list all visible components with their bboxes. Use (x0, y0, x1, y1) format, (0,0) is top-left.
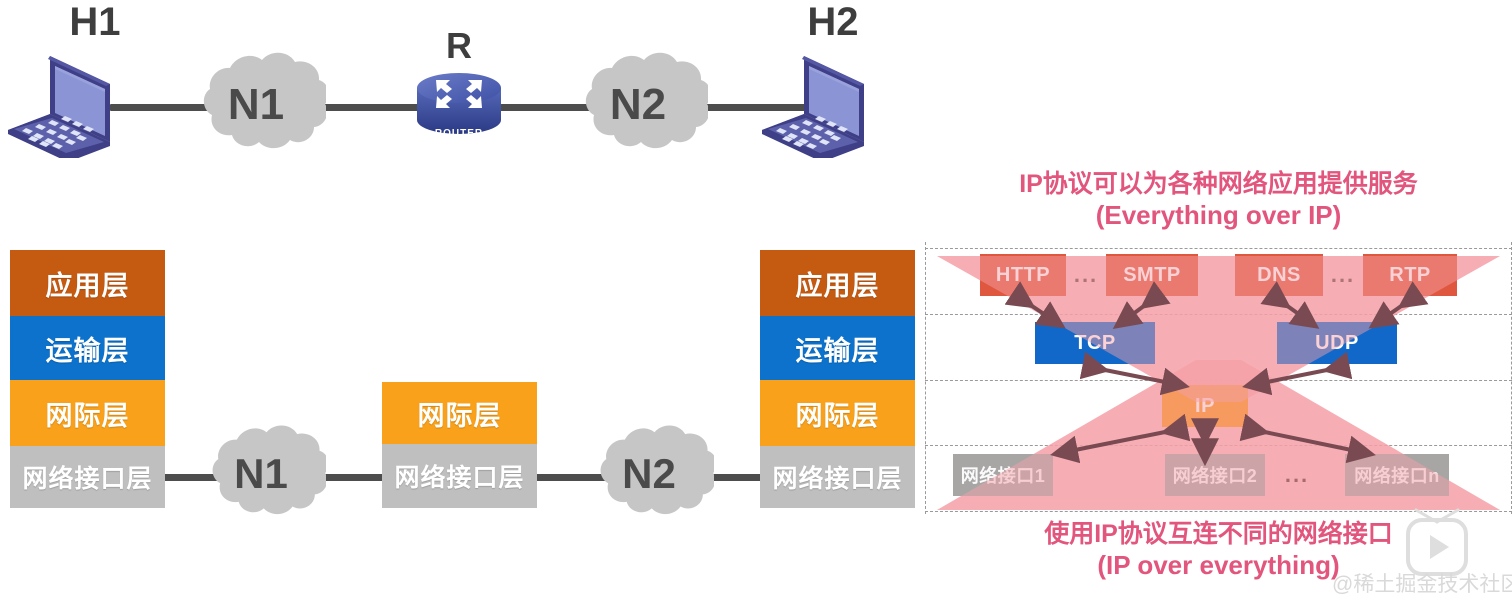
caption-top-line1: IP协议可以为各种网络应用提供服务 (1019, 170, 1418, 198)
host-label-h1: H1 (69, 0, 121, 44)
stack-layer-internet: 网际层 (10, 380, 165, 446)
interface-box-n-label: 网络接口n (1354, 466, 1440, 486)
wire-n1-r (296, 104, 426, 111)
ellipsis-app-2: ... (1330, 262, 1356, 287)
cloud-icon: N1 (186, 46, 326, 164)
stack-layer-transport: 运输层 (760, 316, 915, 380)
play-badge-icon (1400, 508, 1474, 585)
watermark-label: @稀土掘金技术社区 (1332, 573, 1512, 596)
interface-box-2: 网络接口2 (1165, 454, 1265, 496)
stack-layer-netinterface: 网络接口层 (760, 446, 915, 508)
wire-leftstack-n1 (160, 474, 230, 481)
interface-box-2-label: 网络接口2 (1172, 466, 1258, 486)
ellipsis-interface: ... (1284, 462, 1310, 487)
stack-layer-application: 应用层 (10, 250, 165, 316)
cloud-label-n2: N2 (609, 80, 667, 129)
protocol-stack-right: 应用层 运输层 网际层 网络接口层 (760, 250, 915, 508)
router-label-r: R (446, 25, 472, 66)
cloud-label-n2: N2 (622, 450, 676, 497)
wire-n2-h2 (700, 104, 810, 111)
caption-bottom-line2: (IP over everything) (1097, 549, 1340, 580)
interface-box-1: 网络接口1 (953, 454, 1053, 496)
cloud-icon: N2 (568, 46, 708, 164)
host-label-h2: H2 (807, 0, 859, 44)
laptop-icon (760, 48, 886, 163)
protocol-box-udp: UDP (1277, 322, 1397, 364)
cloud-icon: N2 (584, 418, 714, 530)
protocol-box-tcp: TCP (1035, 322, 1155, 364)
stack-layer-internet: 网际层 (382, 382, 537, 444)
protocol-box-smtp: SMTP (1106, 254, 1198, 296)
guide-line (925, 248, 1512, 249)
protocol-box-dns: DNS (1235, 254, 1323, 296)
stack-layer-application: 应用层 (760, 250, 915, 316)
caption-top-line2: (Everything over IP) (1095, 199, 1342, 230)
wire-n1-midstack (300, 474, 384, 481)
cloud-icon: N1 (196, 418, 326, 530)
cloud-label-n1: N1 (234, 450, 288, 497)
wire-r-n2 (492, 104, 622, 111)
stack-layer-transport: 运输层 (10, 316, 165, 380)
router-icon: ROUTER (414, 66, 504, 153)
wire-midstack-n2 (534, 474, 618, 481)
caption-everything-over-ip: IP协议可以为各种网络应用提供服务 (Everything over IP) (925, 170, 1512, 230)
cloud-label-n1: N1 (227, 80, 285, 129)
wire-n2-rightstack (688, 474, 762, 481)
laptop-icon (6, 48, 132, 163)
guide-line (925, 242, 926, 514)
ellipsis-app-1: ... (1073, 262, 1099, 287)
svg-text:ROUTER: ROUTER (435, 128, 483, 139)
wire-h1-n1 (110, 104, 220, 111)
stack-layer-internet: 网际层 (760, 380, 915, 446)
stack-layer-netinterface: 网络接口层 (10, 446, 165, 508)
protocol-stack-left: 应用层 运输层 网际层 网络接口层 (10, 250, 165, 508)
interface-box-1-label: 网络接口1 (960, 466, 1046, 486)
protocol-box-ip: IP (1162, 385, 1248, 427)
interface-box-n: 网络接口n (1345, 454, 1449, 496)
protocol-stack-router: 网际层 网络接口层 (382, 382, 537, 508)
hourglass-panel: HTTP ... SMTP DNS ... RTP TCP UDP IP 网络接… (925, 242, 1512, 514)
stack-layer-netinterface: 网络接口层 (382, 444, 537, 508)
caption-bottom-line1: 使用IP协议互连不同的网络接口 (1044, 520, 1393, 548)
caption-ip-over-everything: 使用IP协议互连不同的网络接口 (IP over everything) (925, 520, 1512, 580)
guide-line (925, 511, 1512, 512)
protocol-box-http: HTTP (980, 254, 1066, 296)
protocol-box-rtp: RTP (1363, 254, 1457, 296)
